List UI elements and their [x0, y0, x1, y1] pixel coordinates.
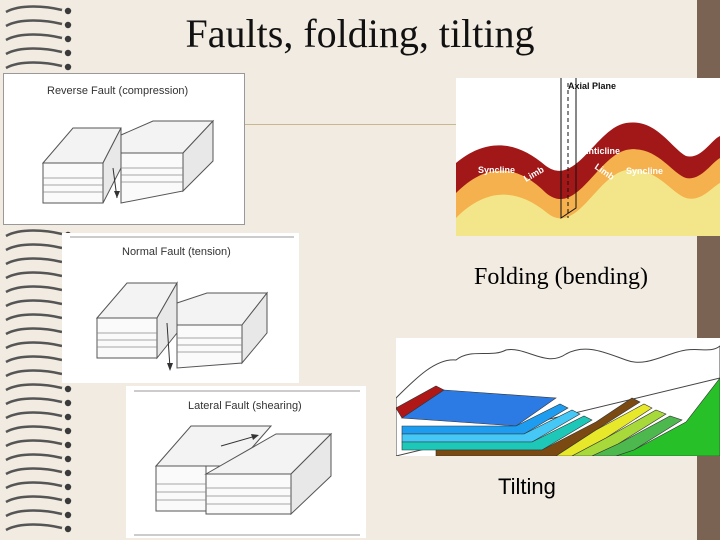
syncline-left-label: Syncline — [478, 165, 515, 175]
spiral-coil — [5, 299, 63, 308]
spiral-hole — [64, 385, 72, 393]
normal-fault-figure: Normal Fault (tension) — [62, 233, 299, 383]
spiral-coil — [5, 327, 63, 336]
spiral-coil — [5, 5, 63, 14]
slide-title: Faults, folding, tilting — [185, 11, 535, 56]
spiral-coil — [5, 229, 63, 238]
tilting-figure — [396, 338, 720, 456]
spiral-hole — [64, 441, 72, 449]
spiral-coil — [5, 61, 63, 70]
spiral-hole — [64, 469, 72, 477]
spiral-coil — [5, 523, 63, 532]
spiral-coil — [5, 341, 63, 350]
lateral-fault-label: Lateral Fault (shearing) — [188, 400, 302, 412]
spiral-hole — [64, 511, 72, 519]
spiral-hole — [64, 63, 72, 71]
reverse-fault-label: Reverse Fault (compression) — [47, 85, 188, 97]
spiral-coil — [5, 425, 63, 434]
folding-figure: Axial Plane Anticline Syncline Syncline … — [456, 78, 720, 236]
spiral-coil — [5, 243, 63, 252]
spiral-coil — [5, 47, 63, 56]
syncline-right-label: Syncline — [626, 166, 663, 176]
spiral-coil — [5, 411, 63, 420]
spiral-coil — [5, 453, 63, 462]
spiral-hole — [64, 413, 72, 421]
lateral-fault-figure: Lateral Fault (shearing) — [126, 386, 366, 538]
spiral-coil — [5, 509, 63, 518]
normal-fault-label: Normal Fault (tension) — [122, 246, 231, 258]
spiral-coil — [5, 33, 63, 42]
spiral-coil — [5, 313, 63, 322]
spiral-hole — [64, 35, 72, 43]
spiral-coil — [5, 271, 63, 280]
tilting-caption: Tilting — [498, 474, 556, 499]
spiral-coil — [5, 495, 63, 504]
spiral-coil — [5, 439, 63, 448]
spiral-coil — [5, 257, 63, 266]
anticline-label: Anticline — [582, 146, 620, 156]
folding-caption: Folding (bending) — [474, 264, 648, 290]
spiral-hole — [64, 427, 72, 435]
reverse-fault-figure: Reverse Fault (compression) — [3, 73, 245, 225]
spiral-coil — [5, 19, 63, 28]
spiral-coil — [5, 481, 63, 490]
spiral-coil — [5, 467, 63, 476]
title-rule — [245, 124, 485, 125]
spiral-coil — [5, 383, 63, 392]
spiral-hole — [64, 455, 72, 463]
spiral-coil — [5, 369, 63, 378]
spiral-coil — [5, 397, 63, 406]
spiral-hole — [64, 399, 72, 407]
axial-plane-label: Axial Plane — [568, 81, 616, 91]
spiral-hole — [64, 49, 72, 57]
spiral-hole — [64, 21, 72, 29]
spiral-hole — [64, 7, 72, 15]
spiral-hole — [64, 483, 72, 491]
spiral-coil — [5, 355, 63, 364]
spiral-hole — [64, 525, 72, 533]
spiral-coil — [5, 285, 63, 294]
spiral-hole — [64, 497, 72, 505]
